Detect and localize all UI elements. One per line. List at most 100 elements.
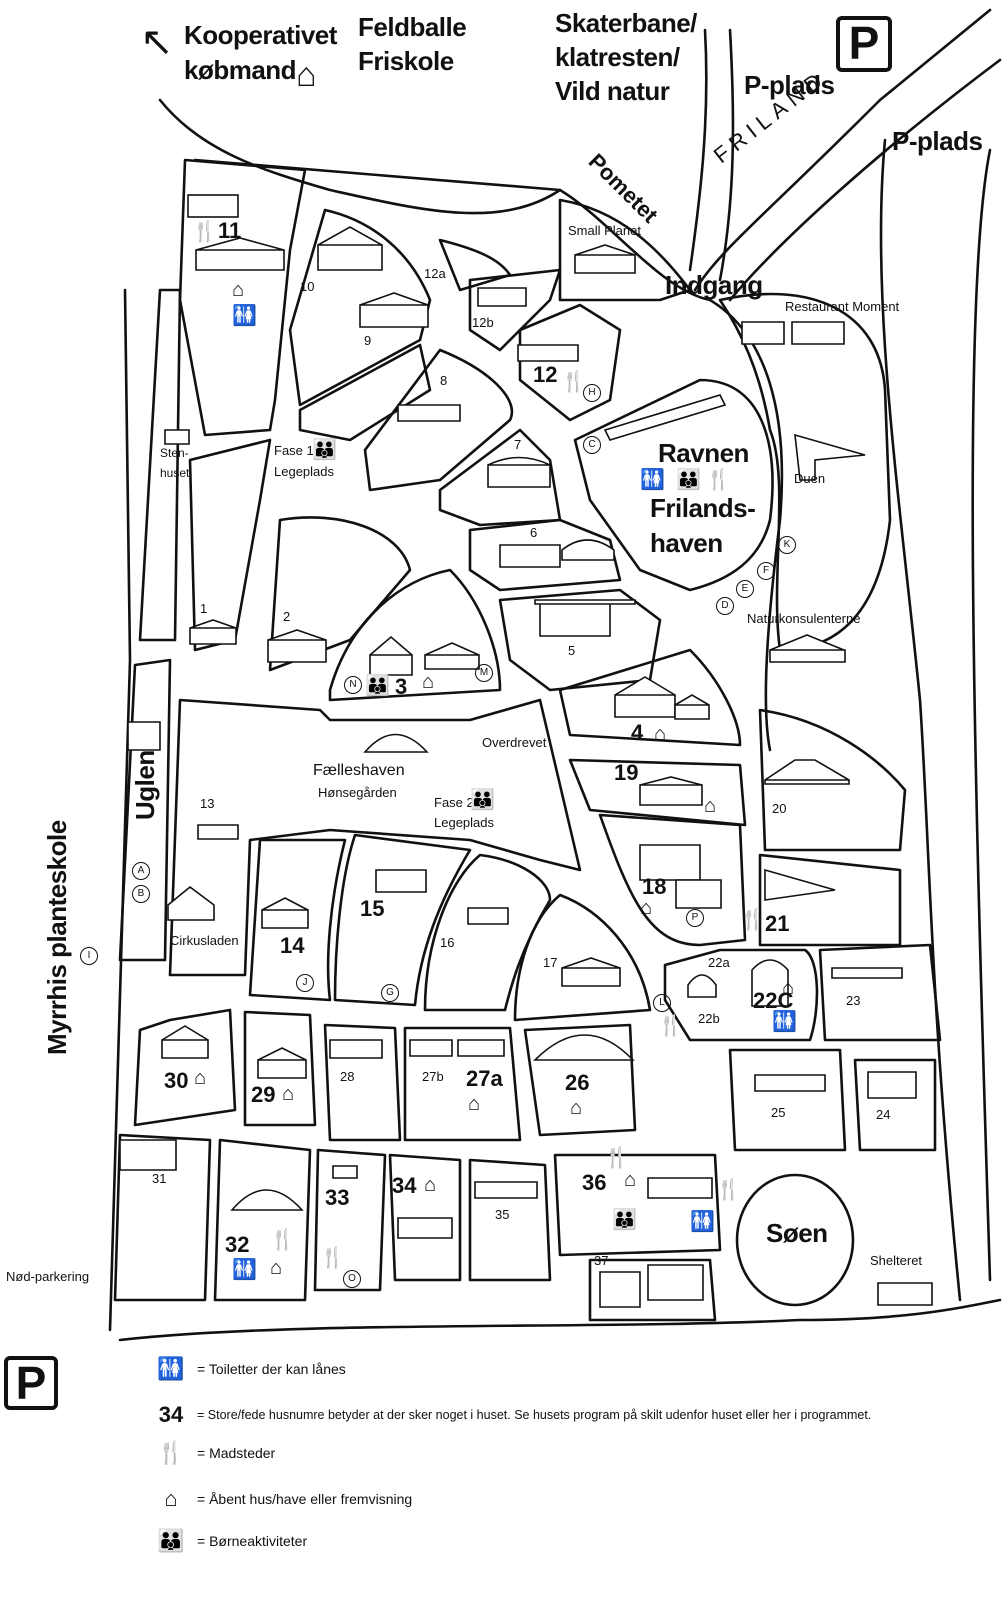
building-34 <box>397 1217 453 1239</box>
building-6b <box>561 539 615 561</box>
road-friland-2 <box>728 58 1002 302</box>
label-stenhuset-1: Sten- <box>160 446 189 460</box>
marker-C: C <box>583 436 601 454</box>
label-honsegarden: Hønsegården <box>318 785 397 800</box>
building-11b <box>195 237 285 271</box>
road-loop <box>193 158 784 752</box>
label-klatresten: klatresten/ <box>555 42 680 72</box>
marker-O: O <box>343 1270 361 1288</box>
legend-food: 🍴 = Madsteder <box>155 1440 275 1466</box>
building-restaurant <box>741 321 845 345</box>
house-number-10: 10 <box>300 279 315 294</box>
label-fase2-2: Legeplads <box>434 815 494 830</box>
road-right-2 <box>971 148 992 1282</box>
house-number-11: 11 <box>218 218 242 243</box>
block-24 <box>853 1058 937 1152</box>
block-31 <box>113 1133 212 1302</box>
block-faelleshaven <box>168 698 582 977</box>
label-kooperativet: Kooperativet <box>184 20 337 50</box>
house-number-30: 30 <box>164 1068 189 1093</box>
block-25 <box>728 1048 847 1152</box>
building-stenhuset <box>164 429 190 445</box>
toilet-icon: 🚻 <box>232 305 257 327</box>
house-number-27a: 27a <box>466 1066 503 1091</box>
building-14 <box>261 897 309 929</box>
building-small-planet <box>574 244 636 274</box>
building-duen <box>794 433 866 481</box>
building-6 <box>499 544 561 568</box>
house-number-1: 1 <box>200 601 208 616</box>
house-number-21: 21 <box>765 911 790 936</box>
house-icon: ⌂ <box>194 1067 207 1089</box>
house-number-2: 2 <box>283 609 291 624</box>
block-32 <box>213 1138 312 1302</box>
block-10 <box>288 208 432 407</box>
building-10 <box>317 226 383 271</box>
marker-D: D <box>716 597 734 615</box>
house-number-12: 12 <box>533 362 558 387</box>
building-3b <box>424 642 480 670</box>
building-12b <box>477 287 527 307</box>
house-number-9: 9 <box>364 333 372 348</box>
kids-icon: 👪 <box>676 469 701 491</box>
label-vild-natur: Vild natur <box>555 76 670 106</box>
house-number-37: 37 <box>594 1253 609 1268</box>
house-number-12b: 12b <box>472 315 494 330</box>
block-35 <box>468 1158 552 1282</box>
legend-kids-text: = Børneaktiviteter <box>197 1533 308 1549</box>
label-feldballe: Feldballe <box>358 12 467 42</box>
block-23 <box>818 943 942 1042</box>
kids-icon: 👪 <box>312 439 337 461</box>
house-number-22c: 22C <box>753 988 794 1013</box>
food-icon: 🍴 <box>706 469 731 491</box>
legend-bold-number-sample: 34 <box>158 1402 184 1427</box>
building-31 <box>119 1139 177 1171</box>
label-fase1-1: Fase 1 <box>274 443 314 458</box>
house-icon: ⌂ <box>232 279 245 301</box>
house-icon: ⌂ <box>570 1097 583 1119</box>
house-number-22b: 22b <box>698 1011 720 1026</box>
label-kobmand: købmand <box>184 55 297 85</box>
block-26 <box>523 1023 637 1137</box>
label-restaurant-moment: Restaurant Moment <box>785 299 900 314</box>
block-37 <box>588 1258 717 1322</box>
house-number-14: 14 <box>280 933 305 958</box>
building-2 <box>267 629 327 663</box>
house-number-20: 20 <box>772 801 787 816</box>
block-11 <box>178 158 307 437</box>
building-17 <box>561 957 621 987</box>
house-number-7: 7 <box>514 437 522 452</box>
house-icon: ⌂ <box>640 897 653 919</box>
building-3a <box>369 635 413 676</box>
building-19 <box>639 776 703 806</box>
label-frilandshaven-1: Frilands- <box>650 493 756 523</box>
block-12a <box>438 238 512 292</box>
house-number-4: 4 <box>631 720 644 745</box>
building-7 <box>487 456 551 488</box>
legend-bold-number: 34 = Store/fede husnumre betyder at der … <box>155 1402 872 1428</box>
building-11a <box>187 194 239 218</box>
building-24 <box>867 1071 917 1099</box>
marker-G: G <box>381 984 399 1002</box>
house-icon: ⌂ <box>624 1169 637 1191</box>
label-cirkusladen: Cirkusladen <box>170 933 239 948</box>
house-icon: ⌂ <box>424 1174 437 1196</box>
marker-H: H <box>583 384 601 402</box>
marker-J: J <box>296 974 314 992</box>
house-number-29: 29 <box>251 1082 276 1107</box>
toilet-icon: 🚻 <box>690 1211 715 1233</box>
building-22a <box>687 974 717 998</box>
block-33 <box>313 1148 387 1292</box>
label-uglen: Uglen <box>130 750 160 820</box>
house-icon: ⌂ <box>468 1093 481 1115</box>
house-number-18: 18 <box>642 874 667 899</box>
road-bottom <box>118 1298 1002 1342</box>
toilet-icon: 🚻 <box>772 1011 797 1033</box>
marker-B: B <box>132 885 150 903</box>
block-fase1 <box>188 438 272 652</box>
block-20 <box>758 708 907 852</box>
block-22 <box>663 948 819 1042</box>
house-icon: ⌂ <box>164 1486 178 1511</box>
house-icon: ⌂ <box>704 795 717 817</box>
building-30 <box>161 1025 209 1059</box>
